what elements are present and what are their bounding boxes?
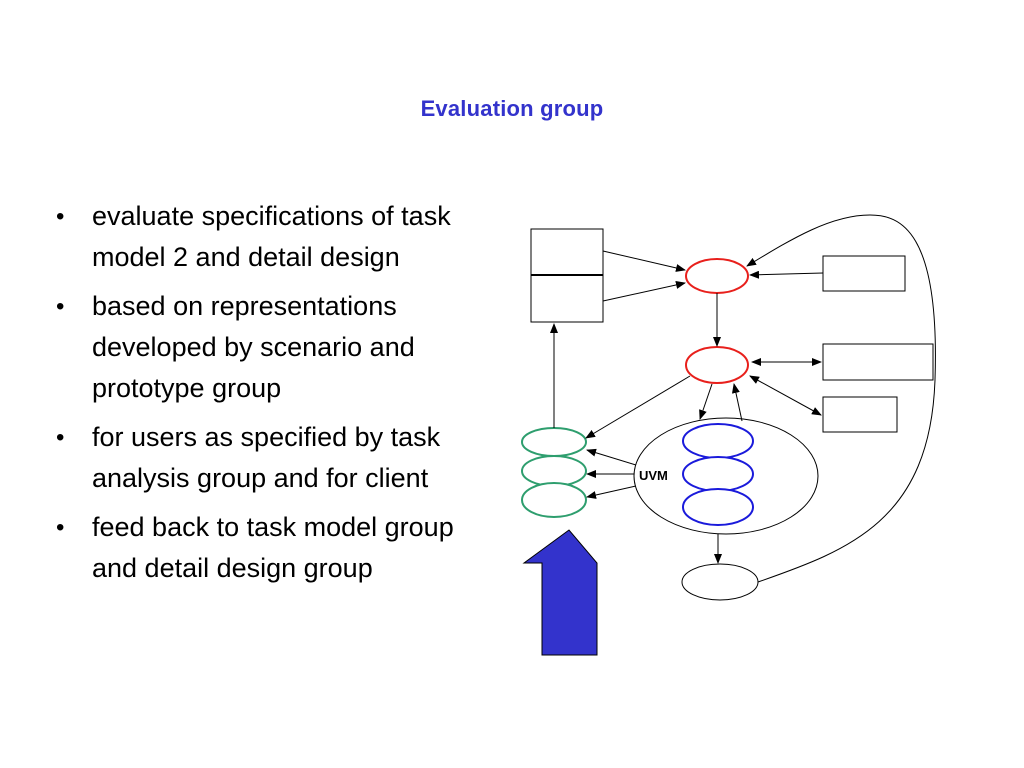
red-ellipse-middle <box>685 346 749 384</box>
bullet-item: • based on representations developed by … <box>56 286 466 409</box>
arrow-doc-top-to-red <box>602 250 686 272</box>
document-box-top <box>530 228 604 276</box>
bullet-item: • feed back to task model group and deta… <box>56 507 466 589</box>
bullet-item: • for users as specified by task analysi… <box>56 417 466 499</box>
red-ellipse-top <box>685 258 749 294</box>
green-ellipse-2 <box>521 455 587 487</box>
bullet-icon: • <box>56 203 65 230</box>
blue-ellipse-3 <box>682 488 754 526</box>
slide-title: Evaluation group <box>420 96 604 121</box>
bullet-icon: • <box>56 293 65 320</box>
arrow-red-box3-bidirectional <box>749 375 822 416</box>
blue-ellipse-1 <box>682 423 754 459</box>
bullet-text: for users as specified by task analysis … <box>92 422 441 493</box>
right-box-1 <box>822 255 906 292</box>
bullet-item: • evaluate specifications of task model … <box>56 196 466 278</box>
arrow-red-to-uvm <box>699 383 713 420</box>
bullet-text: based on representations developed by sc… <box>92 291 415 403</box>
green-ellipse-1 <box>521 427 587 457</box>
right-box-3 <box>822 396 898 433</box>
bullet-text: feed back to task model group and detail… <box>92 512 454 583</box>
arrow-uvm-to-red <box>731 383 743 422</box>
bullet-icon: • <box>56 424 65 451</box>
arrow-uvm-to-green-1 <box>586 448 637 466</box>
bottom-ellipse <box>681 563 759 601</box>
arrow-red-to-green <box>585 375 691 439</box>
blue-ellipse-2 <box>682 456 754 492</box>
green-ellipse-3 <box>521 482 587 518</box>
bullet-list: • evaluate specifications of task model … <box>56 196 466 597</box>
document-box-bottom <box>530 274 604 323</box>
bullet-text: evaluate specifications of task model 2 … <box>92 201 451 272</box>
bullet-icon: • <box>56 514 65 541</box>
arrow-doc-bottom-to-red <box>602 281 686 302</box>
big-up-arrow-icon <box>522 529 598 656</box>
arrow-feedback-curve <box>746 214 936 583</box>
arrow-uvm-to-green-3 <box>586 485 637 499</box>
uvm-label: UVM <box>639 468 668 483</box>
arrow-box1-to-red <box>749 270 824 279</box>
right-box-2 <box>822 343 934 381</box>
